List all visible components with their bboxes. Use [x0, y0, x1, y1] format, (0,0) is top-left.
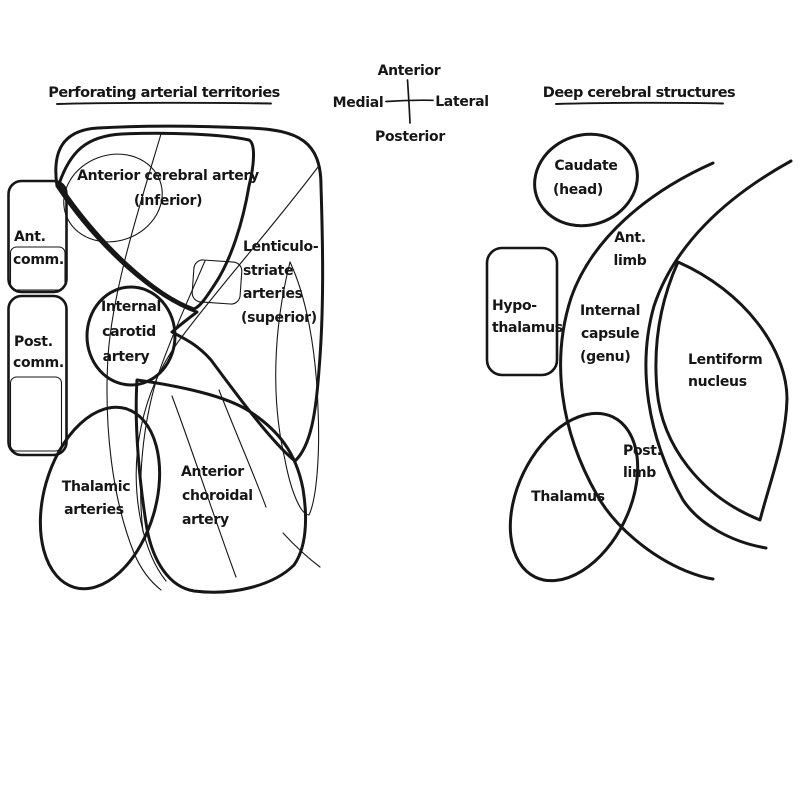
internal-carotid-label-line1: Internal [101, 299, 161, 315]
thalamic-arteries-label-line2: arteries [64, 502, 124, 518]
compass-lateral-label: Lateral [435, 94, 489, 110]
anterior-communicating-box [7, 179, 68, 294]
thin-vessel-loop-upper [63, 153, 163, 243]
internal-capsule-inner-curve [559, 161, 715, 581]
anterior-communicating-label-line1: Ant. [14, 229, 46, 245]
compass-medial-label: Medial [333, 95, 384, 111]
anterior-cerebral-label-line2: (inferior) [134, 193, 202, 209]
thalamus-label: Thalamus [531, 489, 605, 505]
anterior-communicating-label-line2: comm. [13, 252, 64, 268]
thin-vessel-curve-3 [140, 260, 206, 533]
caudate-head-outline [533, 132, 639, 228]
thalamic-arteries-label-line1: Thalamic [62, 479, 131, 495]
thin-vessel-curve-5 [218, 389, 267, 508]
anterior-cerebral-territory-outline [57, 131, 255, 311]
posterior-communicating-label-line1: Post. [14, 334, 53, 350]
hypothalamus-box [485, 246, 559, 377]
posterior-communicating-inner-box [9, 376, 63, 452]
anterior-choroidal-label-line3: artery [182, 512, 229, 528]
thalamus-outline [508, 411, 640, 583]
left-title-underline [56, 101, 272, 105]
orientation-compass: Anterior Medial Lateral Posterior [333, 63, 489, 145]
posterior-limb-label-line2: limb [623, 465, 656, 481]
lentiform-label-line2: nucleus [688, 374, 747, 390]
lenticulostriate-label-line3: arteries [243, 286, 303, 302]
thin-vessel-curve-2 [106, 133, 162, 591]
hypothalamus-label-line1: Hypo- [492, 298, 537, 314]
internal-capsule-outer-curve [644, 159, 793, 550]
lentiform-label-line1: Lentiform [688, 352, 762, 368]
lenticulostriate-label-line1: Lenticulo- [243, 239, 319, 255]
anterior-communicating-inner-box [9, 246, 66, 291]
internal-carotid-label-line2: carotid [102, 324, 156, 340]
thin-vessel-curve-4 [171, 395, 237, 578]
lenticulostriate-label-line4: (superior) [241, 310, 317, 326]
lentiform-nucleus-outline [654, 260, 789, 522]
caudate-label-line2: (head) [553, 182, 603, 198]
internal-carotid-label-line3: artery [103, 349, 150, 365]
anterior-limb-label-line2: limb [613, 253, 646, 269]
right-title-underline [555, 101, 724, 105]
anterior-limb-label-line1: Ant. [614, 230, 646, 246]
thin-vessel-curve-6 [282, 532, 321, 568]
anterior-choroidal-label-line1: Anterior [181, 464, 244, 480]
thalamic-arteries-outline [38, 405, 162, 591]
left-diagram: Perforating arterial territories Anterio… [7, 85, 325, 594]
posterior-communicating-label-line2: comm. [13, 355, 64, 371]
internal-capsule-label-line2: capsule [581, 326, 639, 342]
internal-carotid-circle [85, 285, 177, 387]
internal-capsule-label-line3: (genu) [580, 349, 630, 365]
right-panel-title: Deep cerebral structures [543, 85, 735, 101]
compass-horizontal-line [385, 99, 434, 103]
posterior-communicating-box [7, 294, 68, 457]
posterior-limb-label-line1: Post. [623, 443, 662, 459]
left-panel-title: Perforating arterial territories [48, 85, 280, 101]
hypothalamus-label-line2: thalamus [492, 320, 563, 336]
right-diagram: Deep cerebral structures Caudate (head) … [485, 85, 793, 583]
internal-capsule-label-line1: Internal [580, 303, 640, 319]
thin-vessel-loop-small [191, 259, 243, 305]
lenticulostriate-label-line2: striate [243, 263, 293, 279]
anterior-choroidal-label-line2: choroidal [182, 488, 253, 504]
compass-posterior-label: Posterior [375, 129, 445, 145]
compass-anterior-label: Anterior [378, 63, 441, 79]
thin-vessel-lens-right [275, 261, 320, 516]
caudate-label-line1: Caudate [554, 158, 617, 174]
anterior-cerebral-label-line1: Anterior cerebral artery [77, 168, 259, 184]
anterior-choroidal-outline [134, 378, 308, 594]
thin-vessel-curve-1 [135, 166, 319, 582]
compass-vertical-line [406, 79, 411, 124]
